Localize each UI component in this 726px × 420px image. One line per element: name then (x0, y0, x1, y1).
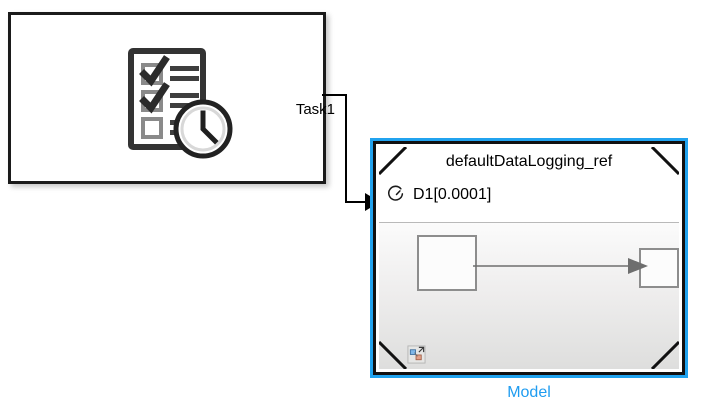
model-block-caption: Model (507, 384, 551, 401)
model-preview-area (379, 223, 679, 369)
inner-block-left (417, 235, 477, 291)
model-reference-body: defaultDataLogging_ref D1[0.0001] (373, 141, 685, 375)
inner-connection-line (473, 258, 648, 274)
task-scheduler-block[interactable]: Task1 (8, 12, 335, 184)
task-output-label: Task1 (295, 101, 335, 118)
model-reference-block[interactable]: defaultDataLogging_ref D1[0.0001] (370, 138, 688, 378)
inner-block-right (639, 248, 679, 288)
sample-time-label: D1[0.0001] (413, 186, 492, 203)
model-header: defaultDataLogging_ref D1[0.0001] (379, 147, 679, 223)
timer-icon (388, 185, 404, 201)
open-model-reference-icon[interactable] (407, 345, 426, 364)
model-title: defaultDataLogging_ref (445, 153, 613, 170)
sample-time-row: D1[0.0001] (387, 185, 491, 204)
checklist-clock-icon (128, 48, 233, 159)
